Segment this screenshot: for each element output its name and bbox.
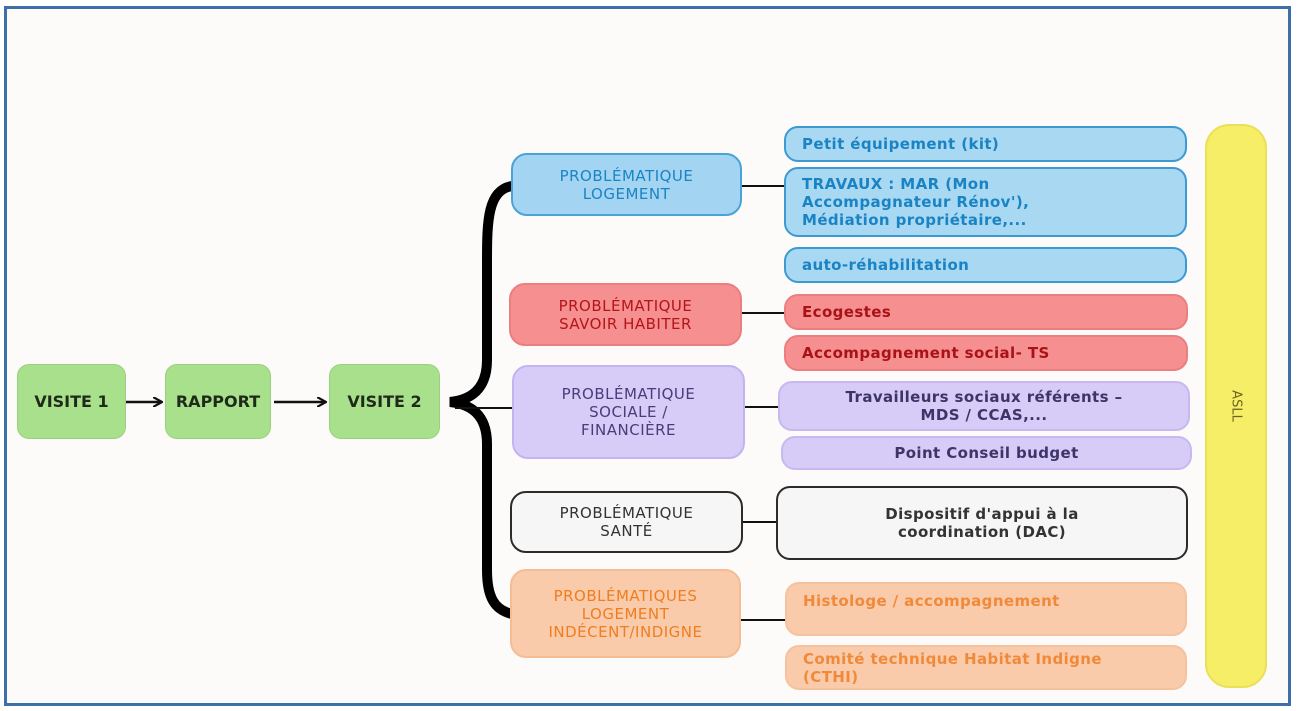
category-savoir-habiter: PROBLÉMATIQUE SAVOIR HABITER — [509, 283, 742, 346]
solution-cthi-label: Comité technique Habitat Indigne (CTHI) — [803, 649, 1102, 686]
solution-dac-label: Dispositif d'appui à la coordination (DA… — [885, 505, 1079, 541]
step-rapport-label: RAPPORT — [175, 391, 261, 411]
asll-bar: ASLL — [1205, 124, 1267, 688]
category-logement: PROBLÉMATIQUE LOGEMENT — [511, 153, 742, 216]
step-rapport: RAPPORT — [165, 364, 271, 439]
solution-auto-rehabilitation: auto-réhabilitation — [784, 247, 1187, 283]
step-visite-2: VISITE 2 — [329, 364, 440, 439]
solution-cthi: Comité technique Habitat Indigne (CTHI) — [785, 645, 1187, 690]
solution-travaux: TRAVAUX : MAR (Mon Accompagnateur Rénov'… — [784, 167, 1187, 237]
solution-travailleurs-sociaux: Travailleurs sociaux référents – MDS / C… — [778, 381, 1190, 431]
solution-accompagnement-social-label: Accompagnement social- TS — [802, 344, 1050, 362]
solution-travaux-label: TRAVAUX : MAR (Mon Accompagnateur Rénov'… — [802, 175, 1030, 229]
solution-histologe: Histologe / accompagnement — [785, 582, 1187, 636]
solution-accompagnement-social: Accompagnement social- TS — [784, 335, 1188, 371]
category-logement-indecent: PROBLÉMATIQUES LOGEMENT INDÉCENT/INDIGNE — [510, 569, 741, 658]
solution-point-conseil-budget: Point Conseil budget — [781, 436, 1192, 470]
solution-ecogestes: Ecogestes — [784, 294, 1188, 330]
category-logement-label: PROBLÉMATIQUE LOGEMENT — [559, 166, 694, 203]
step-visite-2-label: VISITE 2 — [347, 391, 422, 411]
category-savoir-habiter-label: PROBLÉMATIQUE SAVOIR HABITER — [558, 296, 693, 333]
solution-petit-equipement-label: Petit équipement (kit) — [802, 135, 1000, 153]
solution-histologe-label: Histologe / accompagnement — [803, 592, 1060, 610]
solution-point-conseil-budget-label: Point Conseil budget — [894, 444, 1079, 462]
solution-travailleurs-sociaux-label: Travailleurs sociaux référents – MDS / C… — [845, 388, 1123, 424]
solution-ecogestes-label: Ecogestes — [802, 303, 892, 321]
solution-dac: Dispositif d'appui à la coordination (DA… — [776, 486, 1188, 560]
solution-auto-rehabilitation-label: auto-réhabilitation — [802, 256, 970, 274]
category-sociale-financiere: PROBLÉMATIQUE SOCIALE / FINANCIÈRE — [512, 365, 745, 459]
asll-label: ASLL — [1228, 390, 1244, 422]
category-sante: PROBLÉMATIQUE SANTÉ — [510, 491, 743, 553]
category-sante-label: PROBLÉMATIQUE SANTÉ — [559, 504, 694, 540]
category-sociale-financiere-label: PROBLÉMATIQUE SOCIALE / FINANCIÈRE — [561, 385, 696, 439]
branch-brace — [449, 181, 517, 619]
step-visite-1: VISITE 1 — [17, 364, 126, 439]
category-logement-indecent-label: PROBLÉMATIQUES LOGEMENT INDÉCENT/INDIGNE — [548, 586, 703, 641]
step-visite-1-label: VISITE 1 — [34, 391, 109, 411]
solution-petit-equipement: Petit équipement (kit) — [784, 126, 1187, 162]
